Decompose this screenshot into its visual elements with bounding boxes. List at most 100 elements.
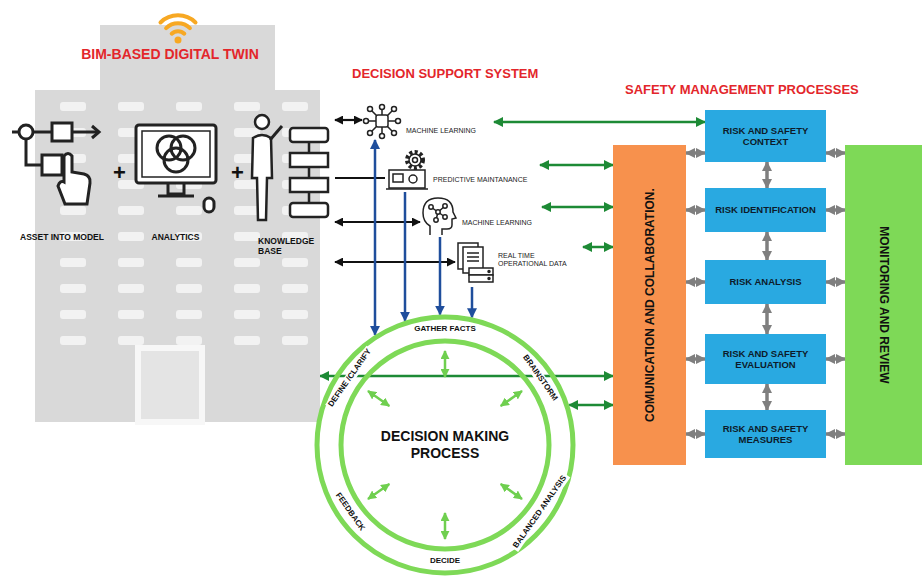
knowledge-base-icon-drawing-part (290, 153, 328, 167)
analytics-icon: ANALYTICS (128, 120, 223, 255)
dss-item-drawing-part (364, 105, 401, 139)
dss-item-drawing (362, 103, 402, 140)
dss-item-drawing-part (423, 198, 456, 235)
building-drawing-part (172, 31, 185, 34)
building-drawing-part (60, 284, 86, 293)
dss-item-drawing-part (443, 204, 447, 208)
node-label: REAL TIME OPERATIONAL DATA (498, 252, 581, 269)
dss-item-drawing-part (386, 188, 428, 190)
node-label: PREDICTIVE MAINTANANCE (433, 176, 538, 184)
dss-item-drawing-part (467, 253, 479, 261)
knowledge-base-icon-drawing-part (308, 142, 311, 203)
band-label: MONITORING AND REVIEW (877, 226, 891, 383)
asset-icon-drawing (12, 120, 112, 215)
dss-item-drawing-part (443, 215, 447, 219)
building-drawing-part (118, 258, 144, 267)
building-drawing-part (282, 310, 308, 319)
asset-icon-drawing-part (58, 154, 90, 205)
connector-arrow (826, 432, 845, 436)
node-label: RISK AND SAFETY CONTEXT (708, 125, 823, 148)
node-label: KNOWLEDGE BASE (258, 236, 334, 256)
connector-arrow (765, 304, 769, 334)
building-drawing-part (282, 102, 308, 111)
dss-item: MACHINE LEARNING (362, 103, 494, 140)
connector-arrow (686, 208, 705, 212)
building-drawing-part (176, 206, 202, 215)
process-ring-part (501, 391, 522, 406)
building-drawing-part (60, 102, 86, 111)
node-label: RISK ANALYSIS (729, 276, 801, 287)
connector-arrow (686, 357, 705, 361)
dss-item-drawing-part (488, 278, 490, 280)
process-box: RISK AND SAFETY EVALUATION (705, 334, 826, 384)
building-drawing-part (138, 348, 202, 422)
connector-arrow (335, 221, 420, 223)
process-box: RISK IDENTIFICATION (705, 188, 826, 232)
connector-arrow (583, 246, 613, 249)
building-drawing-part (60, 336, 86, 345)
connector-arrow (439, 237, 442, 315)
node-label: RISK AND SAFETY EVALUATION (708, 348, 823, 371)
dss-item-drawing-part (368, 107, 373, 112)
connector-arrow (335, 261, 455, 263)
dss-item-drawing (455, 240, 495, 285)
monitoring-band: MONITORING AND REVIEW (845, 145, 922, 465)
process-ring-part (501, 484, 522, 499)
analytics-icon-drawing-part (164, 148, 188, 172)
building-drawing-part (118, 310, 144, 319)
section-title: BIM-BASED DIGITAL TWIN (20, 46, 320, 62)
dss-item-drawing-part (409, 175, 417, 183)
knowledge-base-icon-drawing-part (290, 203, 328, 217)
process-ring-part (317, 317, 573, 573)
connector-arrow (374, 140, 377, 335)
building-drawing-part (166, 23, 190, 28)
building-drawing-part (282, 284, 308, 293)
dss-item-drawing-part (368, 109, 396, 134)
building-drawing-part (176, 310, 202, 319)
dss-item-drawing-part (469, 268, 493, 275)
dss-item-drawing-part (458, 243, 493, 282)
dss-item-drawing-part (380, 105, 385, 110)
building-drawing-part (176, 336, 202, 345)
dss-item-drawing-part (436, 210, 440, 214)
dss-item-drawing-part (393, 174, 403, 182)
asset-icon-drawing-part (92, 126, 99, 138)
building-drawing-part (176, 102, 202, 111)
band-label: COMUNICATION AND COLLABORATION. (643, 188, 657, 422)
node-label: RISK AND SAFETY MEASURES (708, 423, 823, 446)
asset-icon-drawing-part (52, 123, 72, 141)
node-label: MACHINE LEARNING (406, 127, 492, 135)
process-box: RISK AND SAFETY MEASURES (705, 410, 826, 458)
node-label: ANALYTICS (128, 232, 223, 242)
building-drawing-part (161, 15, 196, 22)
node-label: ASSET INTO MODEL (12, 232, 112, 242)
building-drawing-part (118, 206, 144, 215)
dss-item-drawing-part (389, 170, 425, 188)
building-drawing-part (282, 258, 308, 267)
dss-item-drawing-part (368, 131, 373, 136)
building-drawing-part (234, 206, 260, 215)
building-drawing-part (234, 258, 260, 267)
analytics-icon-drawing-part (158, 183, 194, 196)
building-drawing-part (60, 310, 86, 319)
dss-item-drawing-part (469, 275, 493, 282)
connector-arrow (569, 404, 613, 407)
dss-item-drawing-part (386, 152, 428, 189)
building-drawing-part (234, 284, 260, 293)
building-drawing-part (118, 232, 144, 241)
building-drawing-part (175, 37, 182, 44)
building-drawing-part (118, 284, 144, 293)
knowledge-base-icon: KNOWLEDGE BASE (250, 108, 335, 268)
dss-item: PREDICTIVE MAINTANANCE (385, 148, 540, 192)
connector-arrow (686, 280, 705, 284)
building-drawing-part (118, 102, 144, 111)
connector-arrow (335, 177, 385, 179)
dss-item-drawing-part (488, 271, 490, 273)
connector-arrow (826, 357, 845, 361)
dss-item-drawing-part (413, 158, 418, 163)
connector-arrow (404, 192, 407, 321)
circle-title: DECISION MAKING PROCESS (372, 428, 518, 462)
knowledge-base-icon-drawing (250, 108, 335, 223)
